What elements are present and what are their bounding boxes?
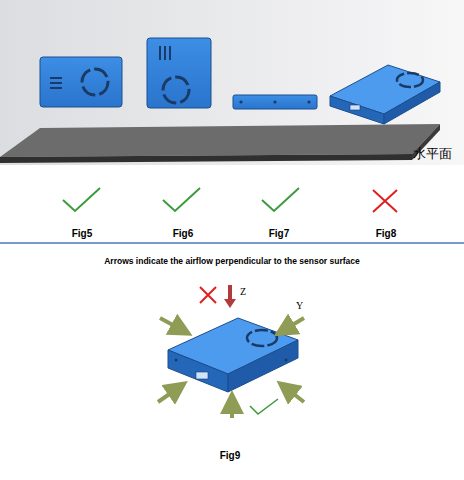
figure-caption: Fig9	[220, 450, 241, 461]
axis-label: Z	[240, 286, 246, 297]
figure-caption: Fig5	[72, 228, 93, 239]
note-heading: Arrows indicate the airflow perpendicula…	[104, 256, 360, 266]
figure-caption: Fig7	[269, 228, 290, 239]
surface-label: 水平面	[413, 145, 452, 163]
figure-caption: Fig6	[173, 228, 194, 239]
axis-label: Y	[296, 300, 303, 311]
figure-caption: Fig8	[376, 228, 397, 239]
